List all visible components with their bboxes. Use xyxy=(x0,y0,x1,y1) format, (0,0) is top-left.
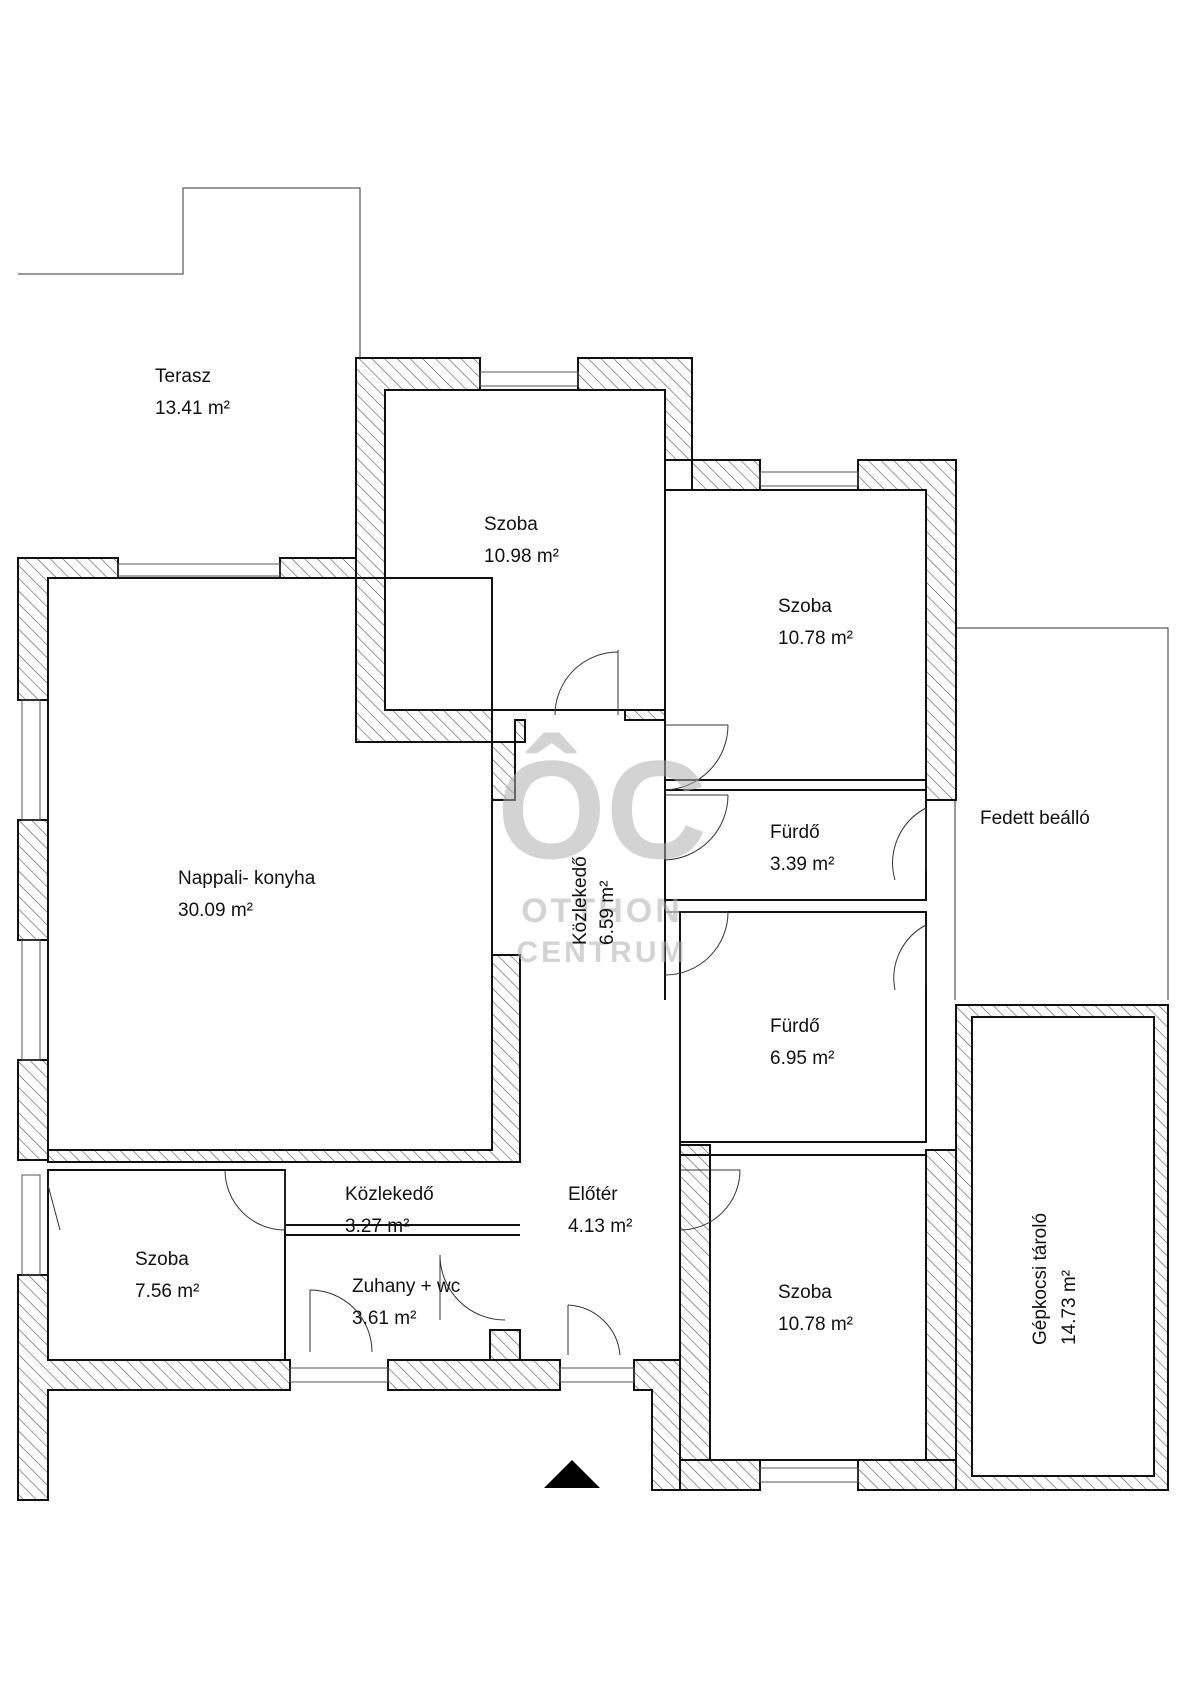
room-name: Gépkocsi tároló xyxy=(1030,1213,1051,1345)
room-name: Zuhany + wc xyxy=(352,1276,460,1297)
room-area: 10.78 m² xyxy=(778,628,853,649)
room-area: 13.41 m² xyxy=(155,398,230,419)
room-area: 7.56 m² xyxy=(135,1281,199,1302)
room-name: Szoba xyxy=(484,514,538,535)
room-name: Előtér xyxy=(568,1184,618,1205)
room-name: Szoba xyxy=(135,1249,189,1270)
room-area: 10.98 m² xyxy=(484,546,559,567)
room-area: 6.95 m² xyxy=(770,1048,834,1069)
doors xyxy=(47,650,927,1356)
watermark-line1: OTTHON xyxy=(521,892,683,930)
room-name: Szoba xyxy=(778,1282,832,1303)
room-area: 4.13 m² xyxy=(568,1216,632,1237)
room-area: 14.73 m² xyxy=(1059,1270,1080,1345)
room-name: Fedett beálló xyxy=(980,808,1090,829)
room-name: Szoba xyxy=(778,596,832,617)
windows xyxy=(21,371,859,1483)
room-name: Terasz xyxy=(155,366,211,387)
room-name: Közlekedő xyxy=(570,856,591,945)
watermark-mark: ÔC xyxy=(497,731,707,888)
room-name: Nappali- konyha xyxy=(178,868,316,889)
otthon-centrum-watermark: ÔC OTTHON CENTRUM xyxy=(497,731,707,969)
north-arrow xyxy=(544,1460,600,1488)
room-area: 30.09 m² xyxy=(178,900,253,921)
room-labels: Terasz 13.41 m² Szoba 10.98 m² Szoba 10.… xyxy=(135,366,1090,1345)
room-name: Fürdő xyxy=(770,1016,820,1037)
room-area: 10.78 m² xyxy=(778,1314,853,1335)
room-area: 6.59 m² xyxy=(597,881,618,945)
room-area: 3.39 m² xyxy=(770,854,834,875)
room-area: 3.27 m² xyxy=(345,1216,409,1237)
room-name: Fürdő xyxy=(770,822,820,843)
watermark-line2: CENTRUM xyxy=(517,936,688,969)
room-name: Közlekedő xyxy=(345,1184,434,1205)
walls xyxy=(17,357,1169,1501)
room-area: 3.61 m² xyxy=(352,1308,416,1329)
